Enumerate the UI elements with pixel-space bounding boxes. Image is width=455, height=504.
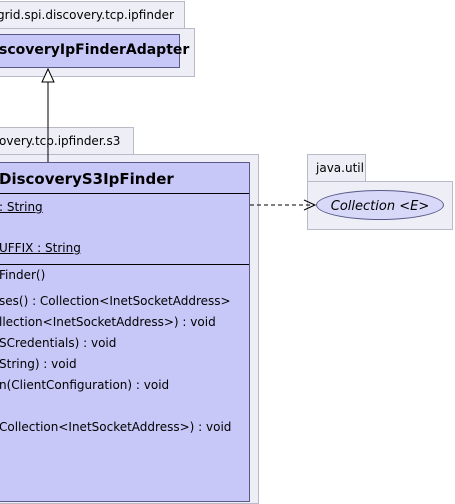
- method-4: n(ClientConfiguration) : void: [0, 378, 170, 392]
- attribute-0: : String: [0, 200, 43, 214]
- constructor: Finder(): [0, 268, 46, 282]
- class-adapter[interactable]: scoveryIpFinderAdapter: [0, 34, 189, 68]
- method-5: Collection<InetSocketAddress>) : void: [0, 420, 232, 434]
- package-name-java-util: java.util: [316, 161, 364, 175]
- package-tab-s3: overy.tcp.ipfinder.s3: [0, 127, 134, 155]
- separator-attributes: [0, 193, 249, 194]
- package-tab-java-util: java.util: [307, 154, 366, 182]
- method-2: SCredentials) : void: [0, 336, 117, 350]
- class-s3-ipfinder[interactable]: DiscoveryS3IpFinder : String UFFIX : Str…: [0, 162, 250, 502]
- package-name-tcp-ipfinder: grid.spi.discovery.tcp.ipfinder: [0, 8, 174, 22]
- package-name-s3: overy.tcp.ipfinder.s3: [0, 134, 121, 148]
- interface-name-collection: Collection <E>: [330, 199, 430, 214]
- method-0: ses() : Collection<InetSocketAddress>: [0, 294, 231, 308]
- separator-operations: [0, 264, 249, 265]
- class-name-adapter: scoveryIpFinderAdapter: [0, 42, 190, 58]
- class-name-s3-ipfinder: DiscoveryS3IpFinder: [0, 170, 174, 188]
- method-3: String) : void: [0, 357, 77, 371]
- attribute-1: UFFIX : String: [0, 241, 81, 255]
- interface-collection[interactable]: Collection <E>: [316, 190, 444, 220]
- package-tab-tcp-ipfinder: grid.spi.discovery.tcp.ipfinder: [0, 1, 185, 28]
- method-1: llection<InetSocketAddress>) : void: [0, 315, 216, 329]
